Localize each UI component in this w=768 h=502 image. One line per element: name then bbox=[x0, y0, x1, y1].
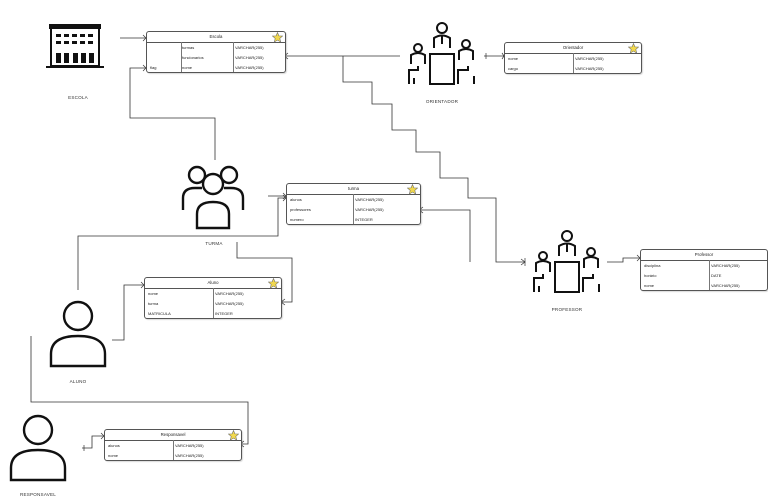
star-icon bbox=[628, 43, 639, 54]
escola-icon-label: ESCOLA bbox=[68, 95, 88, 100]
table-row: alunos VARCHAR(255) bbox=[290, 197, 384, 202]
connector-escola-professor bbox=[342, 56, 525, 263]
connector-aluno-turma bbox=[77, 197, 286, 290]
table-row: MATRICULA INTEGER bbox=[148, 311, 233, 316]
star-icon bbox=[407, 184, 418, 195]
person-icon[interactable] bbox=[8, 412, 68, 484]
person-icon[interactable] bbox=[47, 298, 109, 370]
entity-escola[interactable]: Escola turmas VARCHAR(255) funcionarios … bbox=[146, 31, 286, 73]
connector-turma-escola bbox=[129, 67, 216, 160]
star-icon bbox=[228, 430, 239, 441]
responsavel-icon-label: RESPONSAVEL bbox=[19, 492, 57, 497]
table-row: funcionarios VARCHAR(255) bbox=[182, 55, 264, 60]
table-row: cargo VARCHAR(255) bbox=[508, 66, 604, 71]
turma-icon-label: TURMA bbox=[205, 241, 223, 246]
table-row: flag nome VARCHAR(255) bbox=[150, 65, 264, 70]
orientador-icon-label: ORIENTADOR bbox=[425, 99, 459, 104]
entity-turma[interactable]: turma alunos VARCHAR(255) professores VA… bbox=[286, 183, 421, 225]
connector-aluno-responsavel bbox=[30, 336, 249, 445]
group-people-icon[interactable] bbox=[180, 162, 246, 230]
table-row: alunos VARCHAR(255) bbox=[108, 443, 204, 448]
connector-professor-icon-entity bbox=[607, 257, 640, 263]
table-row: nome VARCHAR(255) bbox=[508, 56, 604, 61]
entity-orientador[interactable]: Orientador nome VARCHAR(255) cargo VARCH… bbox=[504, 42, 642, 74]
connector-aluno-icon-entity bbox=[112, 284, 144, 341]
table-row: horário DATE bbox=[644, 273, 722, 278]
entity-aluno[interactable]: Aluno nome VARCHAR(255) turma VARCHAR(25… bbox=[144, 277, 282, 319]
connector-turma-aluno bbox=[236, 242, 293, 303]
entity-title: Escola bbox=[147, 32, 285, 43]
table-row: nome VARCHAR(255) bbox=[644, 283, 740, 288]
school-building-icon[interactable] bbox=[44, 22, 106, 70]
table-row: nome VARCHAR(255) bbox=[148, 291, 244, 296]
connector-responsavel-icon-entity bbox=[82, 435, 104, 449]
connector-professor-turma bbox=[419, 209, 471, 262]
table-row: turmas VARCHAR(255) bbox=[182, 45, 264, 50]
table-row: disciplina VARCHAR(255) bbox=[644, 263, 740, 268]
table-row: numero INTEGER bbox=[290, 217, 373, 222]
star-icon bbox=[268, 278, 279, 289]
table-row: nome VARCHAR(255) bbox=[108, 453, 204, 458]
entity-responsavel[interactable]: Responsavel alunos VARCHAR(255) nome VAR… bbox=[104, 429, 242, 461]
entity-professor[interactable]: Professor disciplina VARCHAR(255) horári… bbox=[640, 249, 768, 291]
star-icon bbox=[272, 32, 283, 43]
presenter-group-icon[interactable] bbox=[531, 228, 603, 294]
table-row: professores VARCHAR(255) bbox=[290, 207, 384, 212]
table-row: turma VARCHAR(255) bbox=[148, 301, 244, 306]
presenter-group-icon[interactable] bbox=[406, 20, 478, 86]
aluno-icon-label: ALUNO bbox=[69, 379, 87, 384]
entity-title: Professor bbox=[641, 250, 767, 261]
professor-icon-label: PROFESSOR bbox=[551, 307, 583, 312]
